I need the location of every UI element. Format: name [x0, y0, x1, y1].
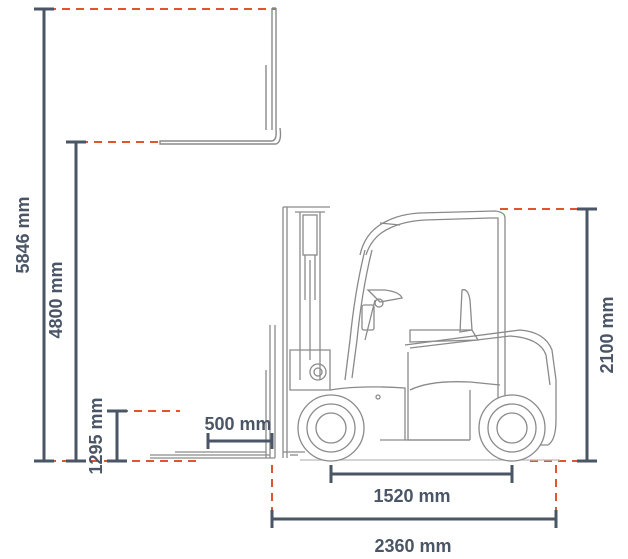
label-fork-lowered-height: 1295 mm	[86, 397, 106, 474]
dimension-lines	[34, 7, 597, 528]
rear-wheel	[478, 394, 546, 462]
front-wheel	[297, 394, 365, 462]
label-fork-length: 500 mm	[204, 414, 271, 434]
label-overall-length: 2360 mm	[374, 536, 451, 556]
raised-fork	[159, 7, 282, 145]
label-free-lift-height: 4800 mm	[46, 261, 66, 338]
label-wheelbase: 1520 mm	[373, 486, 450, 506]
label-overhead-guard-height: 2100 mm	[597, 296, 617, 373]
label-max-lift-height: 5846 mm	[13, 196, 33, 273]
mast-and-forks	[150, 206, 331, 459]
